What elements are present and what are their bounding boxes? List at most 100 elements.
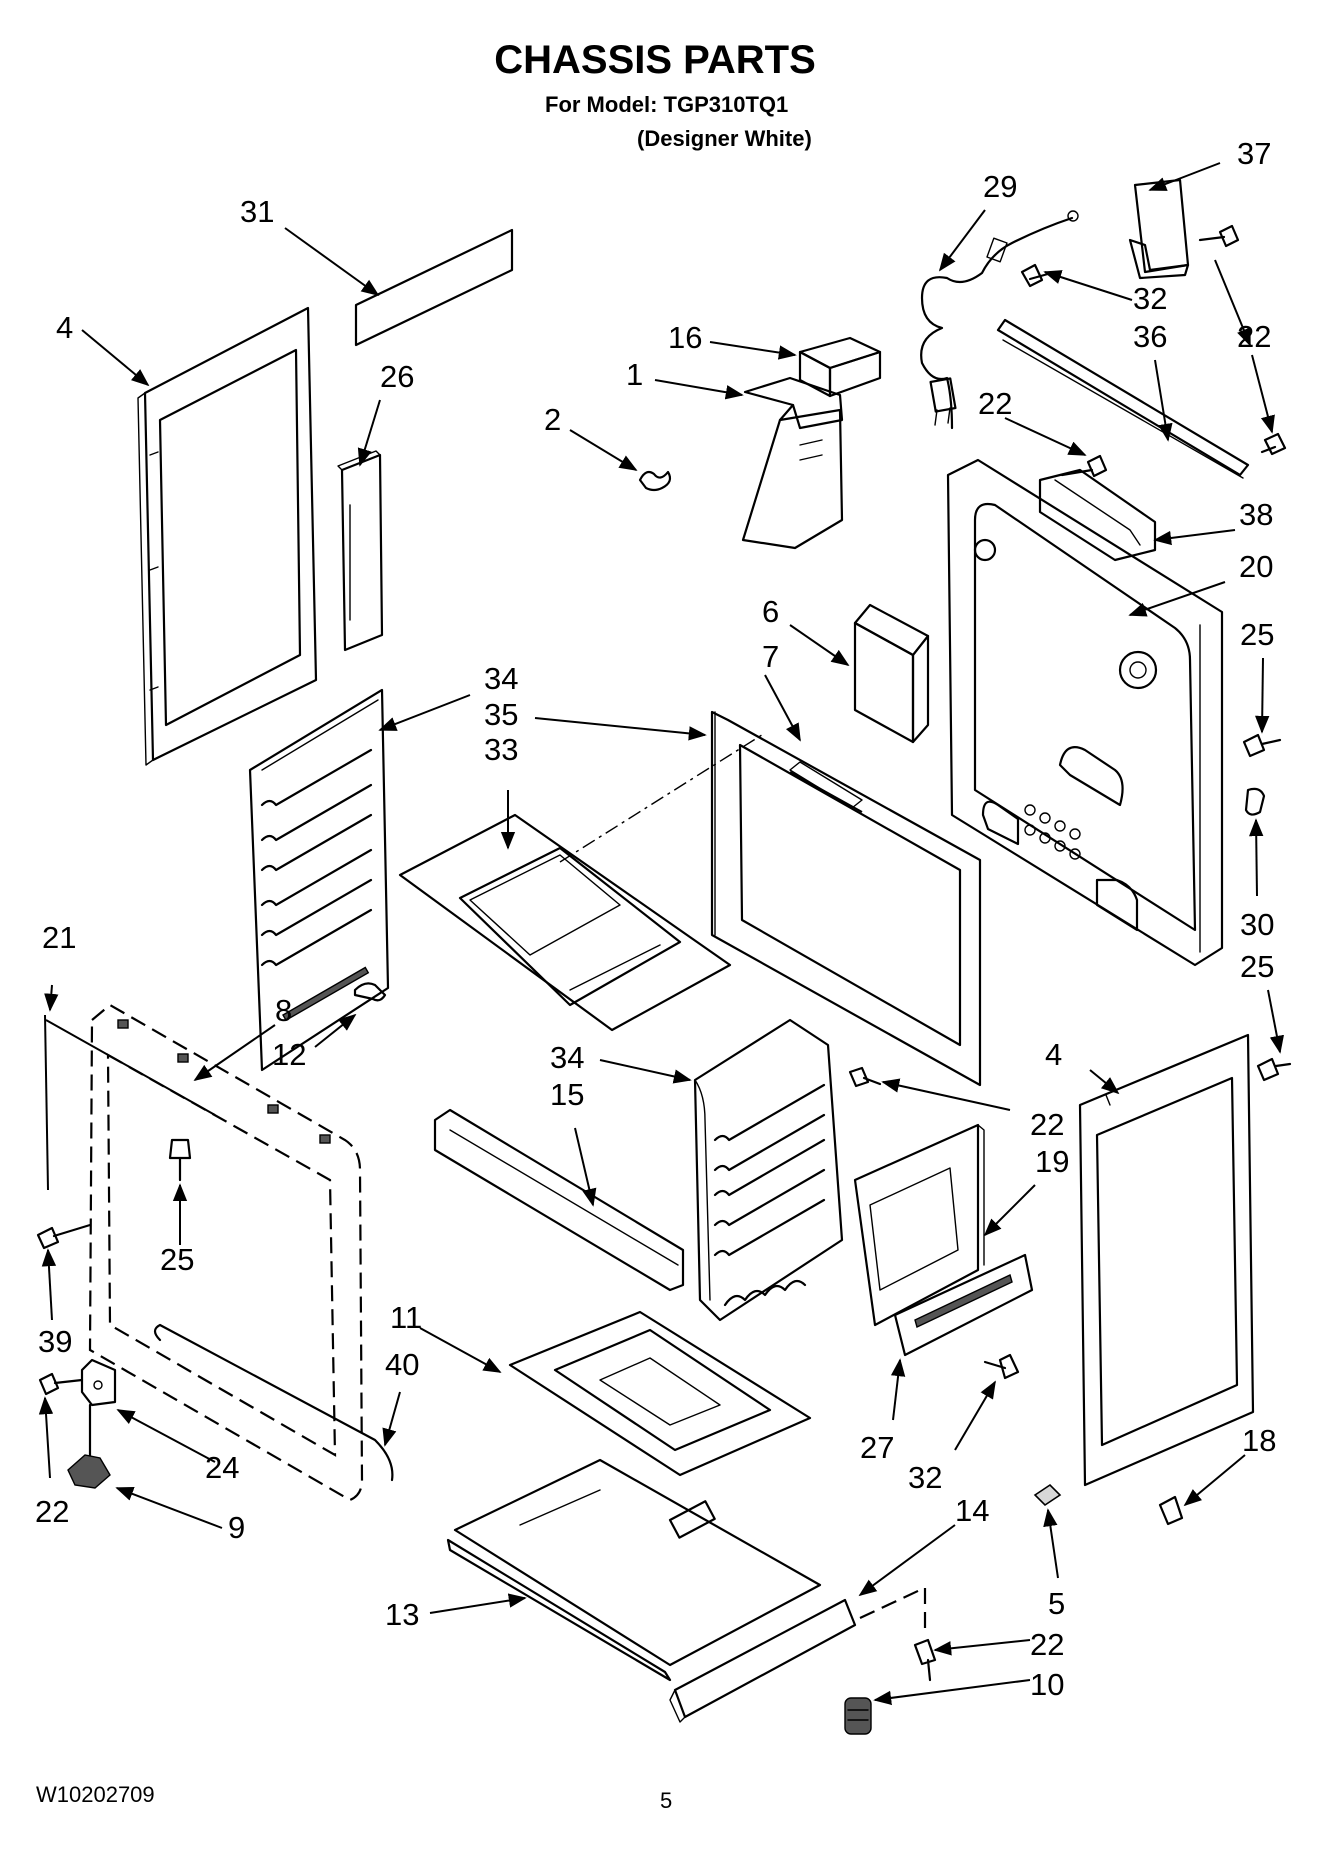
part-10-leveling-leg [844, 1697, 872, 1735]
callout-32-lower: 32 [908, 1460, 942, 1495]
part-30-clip [1244, 787, 1266, 816]
callout-36: 36 [1133, 319, 1167, 354]
part-18-clip [1158, 1495, 1184, 1526]
callout-38: 38 [1239, 497, 1273, 532]
callout-9: 9 [228, 1510, 245, 1545]
part-4-side-panel-left [137, 306, 318, 766]
part-22-screw-bottom [913, 1638, 937, 1682]
part-21-seal-rod-top [45, 1019, 216, 1116]
leader-lines [38, 162, 1284, 1706]
part-33-oven-bottom [398, 813, 732, 1032]
callout-21: 21 [42, 920, 76, 955]
callout-1: 1 [626, 357, 643, 392]
part-21-seal-rod [44, 1014, 49, 1191]
callout-labels: 31 4 26 16 1 2 29 37 32 36 22 22 38 20 6… [35, 136, 1276, 1702]
callout-14: 14 [955, 1493, 989, 1528]
model-line: For Model: TGP310TQ1 [545, 92, 788, 117]
color-line: (Designer White) [637, 126, 812, 151]
callout-8: 8 [275, 993, 292, 1028]
part-20-holes [1024, 804, 1081, 860]
callout-27: 27 [860, 1430, 894, 1465]
part-22-screw-left [38, 1372, 84, 1396]
callout-13: 13 [385, 1597, 419, 1632]
part-25-screw-left [168, 1138, 192, 1182]
part-2-clip [638, 470, 672, 492]
rack-ribs-34a [260, 748, 373, 967]
rack-ribs-34b [713, 1083, 826, 1257]
callout-34-center: 34 [550, 1040, 584, 1075]
callout-33: 33 [484, 732, 518, 767]
part-25-screw-right-lower [1256, 1057, 1292, 1082]
part-20-back-panel [946, 458, 1224, 967]
part-22-screw-center-top [1060, 454, 1108, 478]
callout-18: 18 [1242, 1423, 1276, 1458]
callout-22-center-top: 22 [978, 386, 1012, 421]
page-number: 5 [660, 1788, 672, 1813]
callout-25-right-lower: 25 [1240, 949, 1274, 984]
part-26-bracket [337, 450, 384, 652]
part-19-panel [853, 1123, 985, 1327]
callout-34-left: 34 [484, 661, 518, 696]
part-37-bracket [1128, 178, 1190, 280]
part-6-block [853, 603, 930, 744]
callout-4-left: 4 [56, 310, 73, 345]
part-12-clip [353, 982, 387, 1002]
callout-30: 30 [1240, 907, 1274, 942]
part-16-cover [798, 336, 882, 398]
part-11-pan [508, 1310, 812, 1477]
callout-26: 26 [380, 359, 414, 394]
part-24-leveling-bracket [80, 1358, 117, 1407]
callout-16: 16 [668, 320, 702, 355]
part-14-rail [669, 1588, 927, 1723]
part-22-screw-upper-right [1198, 224, 1240, 248]
part-34-rack-support-left [248, 688, 390, 1072]
part-32-screw-upper [1020, 263, 1057, 288]
callout-25-right-upper: 25 [1240, 617, 1274, 652]
callout-15: 15 [550, 1077, 584, 1112]
part-13-bottom-pan [446, 1458, 822, 1682]
callout-32-upper: 32 [1133, 281, 1167, 316]
callout-12: 12 [272, 1037, 306, 1072]
callout-35: 35 [484, 697, 518, 732]
callout-39: 39 [38, 1324, 72, 1359]
part-22-screw-center [848, 1066, 882, 1088]
part-7-strip [789, 761, 863, 813]
callout-22-left: 22 [35, 1494, 69, 1529]
part-34-rack-support-center [693, 1018, 844, 1322]
callout-22-upper-right: 22 [1237, 319, 1271, 354]
part-15-toe-kick [433, 1108, 685, 1292]
part-1-burner-box [741, 376, 844, 550]
part-9-leveler [67, 1403, 111, 1489]
callout-4-right: 4 [1045, 1037, 1062, 1072]
part-35-front-frame [710, 710, 982, 1087]
callout-22-center: 22 [1030, 1107, 1064, 1142]
part-5-clip [1033, 1483, 1062, 1507]
callout-37: 37 [1237, 136, 1271, 171]
callout-40: 40 [385, 1347, 419, 1382]
part-31-label-strip [354, 228, 514, 347]
callout-29: 29 [983, 169, 1017, 204]
document-number: W10202709 [36, 1782, 155, 1807]
page-title: CHASSIS PARTS [494, 38, 816, 82]
callout-5: 5 [1048, 1586, 1065, 1621]
callout-25-left: 25 [160, 1242, 194, 1277]
part-36-rail [996, 318, 1250, 479]
part-32-screw-lower [983, 1353, 1020, 1380]
part-38-mount-bracket [1038, 468, 1157, 562]
callout-7: 7 [762, 639, 779, 674]
callout-22-bottom: 22 [1030, 1627, 1064, 1662]
callout-10: 10 [1030, 1667, 1064, 1702]
part-4-side-panel-right [1078, 1033, 1255, 1487]
callout-24: 24 [205, 1450, 239, 1485]
part-40-rod [153, 1323, 394, 1482]
callout-19: 19 [1035, 1144, 1069, 1179]
dashdot-alignment-33 [559, 732, 766, 863]
callout-6: 6 [762, 594, 779, 629]
callout-20: 20 [1239, 549, 1273, 584]
callout-2: 2 [544, 402, 561, 437]
callout-11: 11 [390, 1300, 422, 1335]
part-25-screw-right-upper [1242, 733, 1282, 758]
part-29-power-cord [920, 210, 1079, 430]
